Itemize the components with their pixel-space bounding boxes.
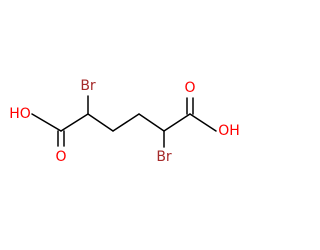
carbonyl-oxygen-label-right: O: [184, 80, 195, 96]
bond-c5-c6: [163, 113, 191, 132]
bond-c2-c3: [87, 113, 114, 132]
bond-c1-oh: [31, 113, 62, 132]
molecule-diagram: Br Br HO O OH O: [9, 78, 240, 165]
carbonyl-oxygen-label-left: O: [55, 149, 66, 165]
bonds: [31, 95, 217, 148]
bromine-label-left: Br: [80, 78, 96, 94]
atom-labels: Br Br HO O OH O: [9, 78, 240, 165]
hydroxyl-label-left: HO: [9, 106, 31, 122]
bond-c1-c2: [60, 113, 89, 132]
bond-c3-c4: [112, 113, 140, 132]
bond-c4-c5: [138, 113, 165, 132]
hydroxyl-label-right: OH: [218, 123, 240, 139]
structure-canvas: Br Br HO O OH O: [9, 78, 240, 165]
bromine-label-right: Br: [156, 149, 172, 165]
bond-c6-oh: [189, 113, 217, 132]
